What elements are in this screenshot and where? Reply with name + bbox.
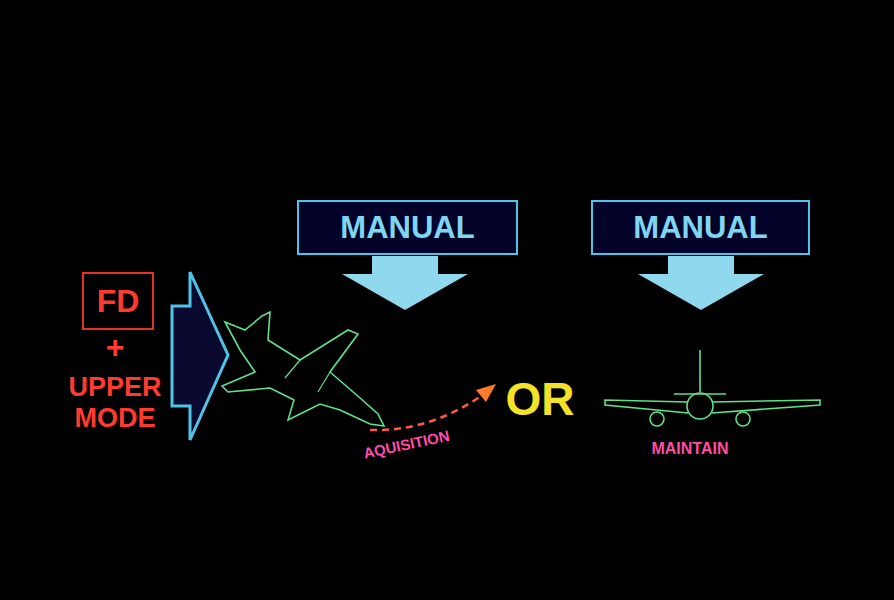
arrowhead [476, 384, 496, 402]
mode-label: UPPER MODE [58, 372, 172, 434]
box-label: MANUAL [340, 210, 474, 246]
banking-aircraft [222, 312, 384, 426]
level-aircraft [605, 350, 820, 426]
acquisition-path [370, 394, 484, 430]
manual-box: MANUAL [591, 200, 810, 255]
maintain-label: MAINTAIN [630, 440, 750, 458]
down-arrow [638, 256, 764, 310]
big-arrow [172, 272, 228, 440]
or-label: OR [498, 374, 582, 425]
fd-box: FD [82, 272, 154, 330]
aircraft-detail [285, 360, 330, 392]
box-label: MANUAL [633, 210, 767, 246]
manual-box: MANUAL [297, 200, 518, 255]
down-arrow [342, 256, 468, 310]
box-label: FD [97, 283, 140, 320]
plus-sign: + [65, 330, 165, 365]
